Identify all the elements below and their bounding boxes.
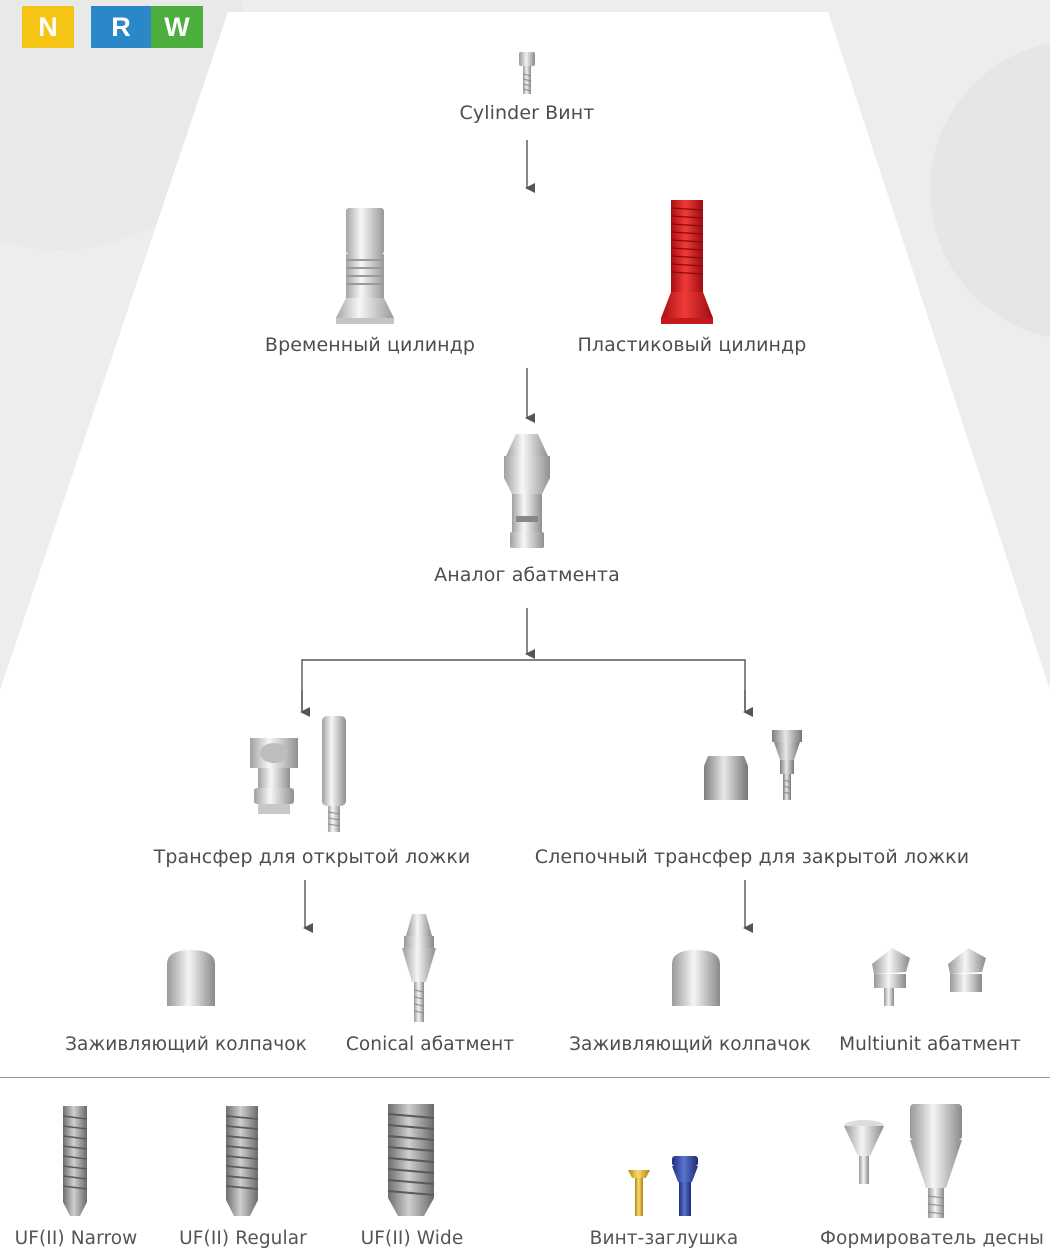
healing-abutment-icon bbox=[844, 1104, 962, 1218]
multiunit-abutment-icon bbox=[872, 948, 986, 1006]
label-implant-regular: UF(II) Regular bbox=[179, 1228, 307, 1249]
label-cylinder-screw: Cylinder Винт bbox=[459, 102, 595, 124]
badge-r: R bbox=[91, 6, 151, 48]
label-plastic-cylinder: Пластиковый цилиндр bbox=[577, 334, 807, 356]
label-closed-tray-transfer: Слепочный трансфер для закрытой ложки bbox=[534, 846, 970, 868]
split-bracket bbox=[301, 659, 746, 710]
plastic-cylinder-icon bbox=[661, 200, 713, 324]
label-multiunit-abutment: Multiunit абатмент bbox=[839, 1034, 1021, 1055]
label-open-tray-transfer: Трансфер для открытой ложки bbox=[153, 846, 471, 868]
closed-tray-transfer-icon bbox=[704, 730, 802, 800]
conical-abutment-icon bbox=[402, 914, 436, 1022]
implant-wide-icon bbox=[387, 1104, 435, 1216]
section-divider bbox=[0, 1077, 1050, 1078]
cylinder-screw-icon bbox=[519, 52, 535, 94]
label-temporary-cylinder: Временный цилиндр bbox=[264, 334, 476, 356]
label-conical-abutment: Conical абатмент bbox=[345, 1034, 515, 1055]
label-abutment-analog: Аналог абатмента bbox=[434, 564, 620, 586]
badge-w: W bbox=[151, 6, 203, 48]
label-cover-screw: Винт-заглушка bbox=[589, 1228, 739, 1249]
healing-cap-right-icon bbox=[672, 950, 720, 1006]
implant-regular-icon bbox=[225, 1106, 259, 1216]
label-healing-cap-right: Заживляющий колпачок bbox=[569, 1034, 811, 1055]
label-healing-abutment: Формирователь десны bbox=[820, 1228, 1044, 1249]
label-implant-wide: UF(II) Wide bbox=[360, 1228, 464, 1249]
temporary-cylinder-icon bbox=[336, 208, 394, 324]
implant-narrow-icon bbox=[62, 1106, 88, 1216]
cover-screw-icon bbox=[628, 1156, 698, 1216]
open-tray-transfer-icon bbox=[250, 716, 346, 832]
label-healing-cap-left: Заживляющий колпачок bbox=[65, 1034, 307, 1055]
badge-n: N bbox=[22, 6, 74, 48]
label-implant-narrow: UF(II) Narrow bbox=[14, 1228, 138, 1249]
abutment-analog-icon bbox=[504, 434, 550, 548]
healing-cap-left-icon bbox=[167, 950, 215, 1006]
